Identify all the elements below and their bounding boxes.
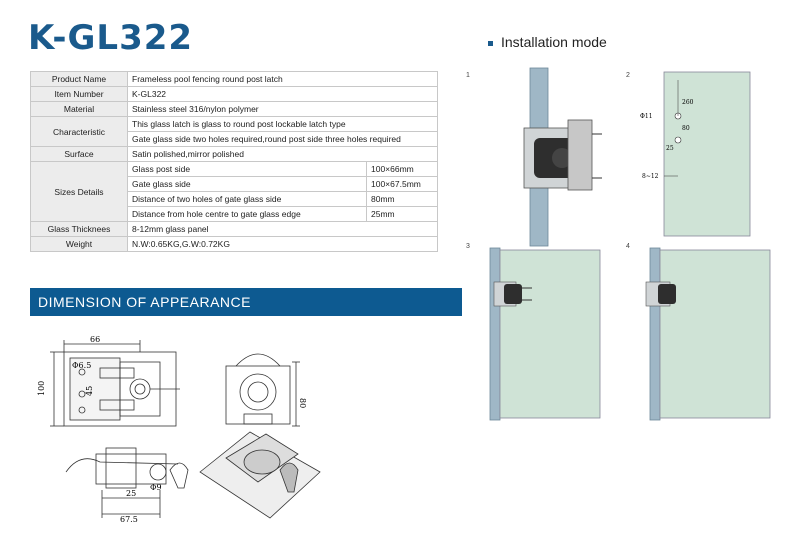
spec-value: 8-12mm glass panel xyxy=(127,221,438,237)
install-panel-1 xyxy=(523,67,602,247)
dimension-banner: DIMENSION OF APPEARANCE xyxy=(30,288,462,316)
dim-label-67-5: 67.5 xyxy=(120,515,138,524)
spec-value: This glass latch is glass to round post … xyxy=(127,116,438,132)
top-view-drawing xyxy=(65,447,189,518)
size-name: Glass post side xyxy=(127,161,367,177)
panel-number: 3 xyxy=(466,243,470,250)
install-panel-3 xyxy=(489,247,601,421)
spec-label: Material xyxy=(30,101,128,117)
table-row: Weight N.W:0.65KG,G.W:0.72KG xyxy=(30,236,438,252)
spec-label: Characteristic xyxy=(30,116,128,147)
table-row: Product Name Frameless pool fencing roun… xyxy=(30,71,438,87)
install-panel-2 xyxy=(663,71,751,237)
install-dim-thickness: 8~12 xyxy=(642,173,659,180)
dim-label-66: 66 xyxy=(90,335,100,344)
dim-label-45: 45 xyxy=(85,386,94,396)
install-dim-80: 80 xyxy=(682,125,690,132)
spec-value: K-GL322 xyxy=(127,86,438,102)
panel-number: 4 xyxy=(626,243,630,250)
installation-drawings: 260 Φ11 80 25 8~12 xyxy=(489,67,771,421)
install-panel-4 xyxy=(645,247,771,421)
isometric-drawing xyxy=(199,431,321,519)
spec-value: N.W:0.65KG,G.W:0.72KG xyxy=(127,236,438,252)
size-value: 80mm xyxy=(366,191,438,207)
spec-label: Glass Thicknees xyxy=(30,221,128,237)
spec-label: Sizes Details xyxy=(30,161,128,222)
size-name: Distance from hole centre to gate glass … xyxy=(127,206,367,222)
install-dim-25: 25 xyxy=(666,145,674,152)
size-name: Gate glass side xyxy=(127,176,367,192)
panel-number: 1 xyxy=(466,72,470,79)
size-value: 25mm xyxy=(366,206,438,222)
dim-label-100: 100 xyxy=(37,381,46,396)
side-view-drawing xyxy=(225,353,300,427)
spec-label: Surface xyxy=(30,146,128,162)
table-row: Surface Satin polished,mirror polished xyxy=(30,146,438,162)
spec-table: Product Name Frameless pool fencing roun… xyxy=(30,71,438,252)
spec-value: Gate glass side two holes required,round… xyxy=(127,131,438,147)
page-title: K-GL322 xyxy=(28,18,194,58)
dim-label-hole-9: Φ9 xyxy=(150,483,162,492)
install-dim-260: 260 xyxy=(682,99,694,106)
table-row: Sizes Details Glass post side 100×66mm xyxy=(30,161,438,222)
table-row: Glass Thicknees 8-12mm glass panel xyxy=(30,221,438,237)
dim-label-hole: Φ6.5 xyxy=(72,361,91,370)
installation-heading: Installation mode xyxy=(488,34,607,50)
size-value: 100×67.5mm xyxy=(366,176,438,192)
table-row: Material Stainless steel 316/nylon polym… xyxy=(30,101,438,117)
spec-label: Product Name xyxy=(30,71,128,87)
table-row: Distance of two holes of gate glass side… xyxy=(31,191,438,207)
table-row: Item Number K-GL322 xyxy=(30,86,438,102)
install-dim-hole: Φ11 xyxy=(640,113,653,120)
spec-value: Satin polished,mirror polished xyxy=(127,146,438,162)
spec-value: Stainless steel 316/nylon polymer xyxy=(127,101,438,117)
dim-label-25: 25 xyxy=(126,489,136,498)
bullet-icon xyxy=(488,40,493,46)
table-row: Characteristic This glass latch is glass… xyxy=(30,116,438,147)
spec-label: Item Number xyxy=(30,86,128,102)
installation-label: Installation mode xyxy=(501,34,607,50)
panel-number: 2 xyxy=(626,72,630,79)
size-name: Distance of two holes of gate glass side xyxy=(127,191,367,207)
dim-label-80: 80 xyxy=(298,398,307,408)
size-value: 100×66mm xyxy=(366,161,438,177)
dimension-drawings: 66 100 Φ6.5 45 80 25 67.5 Φ9 xyxy=(37,335,321,524)
spec-label: Weight xyxy=(30,236,128,252)
spec-value: Frameless pool fencing round post latch xyxy=(127,71,438,87)
front-view-drawing xyxy=(50,340,180,427)
